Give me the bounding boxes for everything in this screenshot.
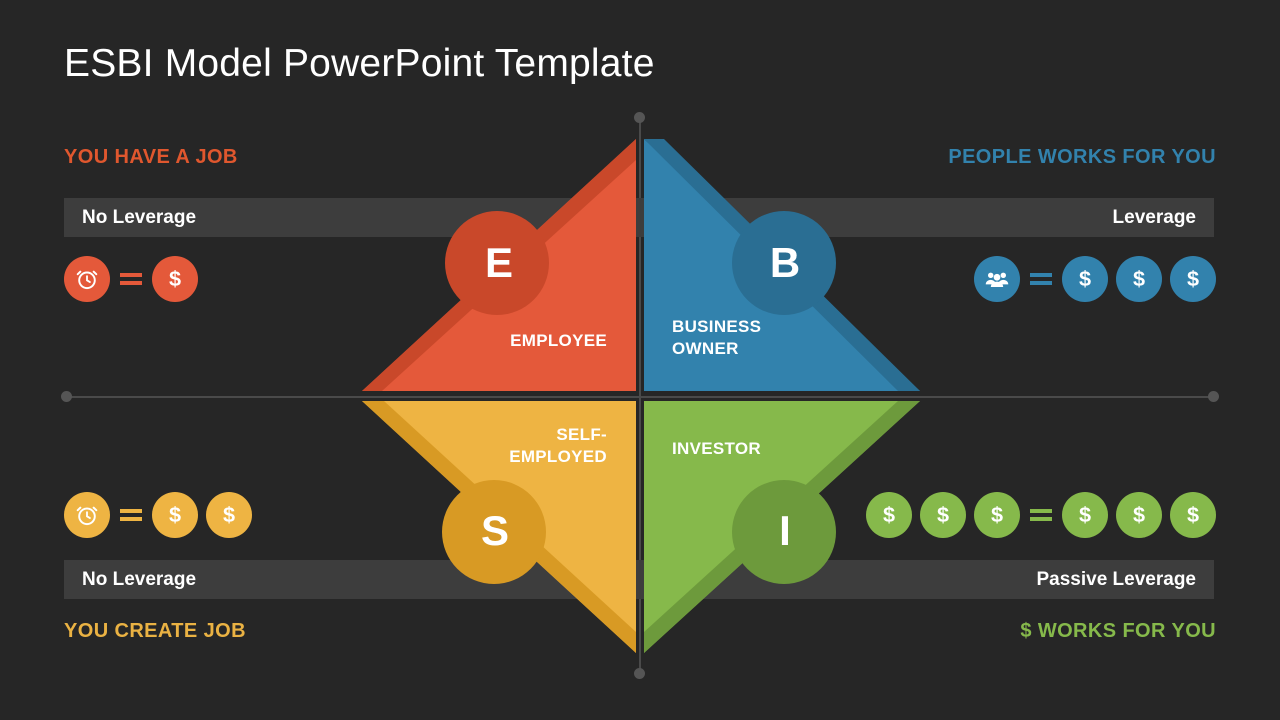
quadrant-letter-business: B	[769, 239, 801, 286]
equals-sign-investor	[1028, 492, 1054, 538]
dollar-icon: $	[1062, 492, 1108, 538]
horizontal-axis-line	[66, 396, 1214, 398]
equals-sign-employee	[118, 256, 144, 302]
leverage-bar-label-business: Leverage	[1112, 206, 1196, 228]
dollar-icon: $	[866, 492, 912, 538]
svg-text:$: $	[223, 502, 235, 527]
leverage-bar-self-employed: No Leverage	[64, 560, 1214, 599]
dollar-icon: $	[1116, 256, 1162, 302]
axis-endpoint-dot-top	[634, 112, 645, 123]
svg-text:$: $	[1187, 266, 1199, 291]
equation-investor: $ $ $ $ $ $	[866, 492, 1216, 538]
axis-endpoint-dot-left	[61, 391, 72, 402]
quadrant-letter-employee: E	[484, 239, 513, 286]
svg-text:$: $	[883, 502, 895, 527]
quadrant-heading-self-employed: YOU CREATE JOB	[64, 620, 246, 642]
leverage-bar-label-employee: No Leverage	[82, 206, 197, 228]
role-label-business-line2: OWNER	[672, 338, 739, 358]
role-label-business-line1: BUSINESS	[672, 317, 762, 336]
dollar-icon: $	[152, 492, 198, 538]
svg-text:$: $	[1079, 266, 1091, 291]
role-label-self-employed-line1: SELF-	[556, 425, 607, 444]
dollar-icon: $	[1170, 492, 1216, 538]
people-icon	[974, 256, 1020, 302]
leverage-bar-employee: No Leverage	[64, 198, 1214, 237]
quadrant-letter-investor: I	[779, 507, 791, 554]
quadrant-heading-investor: $ WORKS FOR YOU	[1020, 620, 1216, 642]
leverage-bar-investor: Passive Leverage	[64, 560, 1214, 599]
quadrant-heading-business: PEOPLE WORKS FOR YOU	[948, 146, 1216, 168]
role-label-investor: INVESTOR	[672, 439, 761, 458]
role-label-business: BUSINESS OWNER	[672, 316, 862, 360]
page-title: ESBI Model PowerPoint Template	[64, 42, 655, 85]
dollar-icon: $	[1116, 492, 1162, 538]
dollar-icon: $	[920, 492, 966, 538]
svg-text:$: $	[169, 266, 181, 291]
leverage-bar-label-investor: Passive Leverage	[1036, 568, 1196, 590]
leverage-bar-label-self-employed: No Leverage	[82, 568, 197, 590]
svg-text:$: $	[991, 502, 1003, 527]
role-label-self-employed: SELF- EMPLOYED	[430, 424, 607, 468]
equals-sign-business	[1028, 256, 1054, 302]
leverage-bar-business: Leverage	[64, 198, 1214, 237]
equation-business: $ $ $	[974, 256, 1216, 302]
axis-endpoint-dot-right	[1208, 391, 1219, 402]
svg-text:$: $	[937, 502, 949, 527]
svg-text:$: $	[1133, 502, 1145, 527]
role-label-employee: EMPLOYEE	[510, 331, 607, 350]
equation-self-employed: $ $	[64, 492, 252, 538]
clock-icon	[64, 256, 110, 302]
role-label-self-employed-line2: EMPLOYED	[509, 446, 607, 466]
svg-text:$: $	[169, 502, 181, 527]
equation-employee: $	[64, 256, 198, 302]
dollar-icon: $	[206, 492, 252, 538]
svg-text:$: $	[1187, 502, 1199, 527]
clock-icon	[64, 492, 110, 538]
svg-text:$: $	[1133, 266, 1145, 291]
dollar-icon: $	[152, 256, 198, 302]
dollar-icon: $	[974, 492, 1020, 538]
dollar-icon: $	[1170, 256, 1216, 302]
equals-sign-self-employed	[118, 492, 144, 538]
svg-text:$: $	[1079, 502, 1091, 527]
axis-endpoint-dot-bottom	[634, 668, 645, 679]
quadrant-heading-employee: YOU HAVE A JOB	[64, 146, 238, 168]
dollar-icon: $	[1062, 256, 1108, 302]
quadrant-letter-self-employed: S	[480, 507, 509, 554]
